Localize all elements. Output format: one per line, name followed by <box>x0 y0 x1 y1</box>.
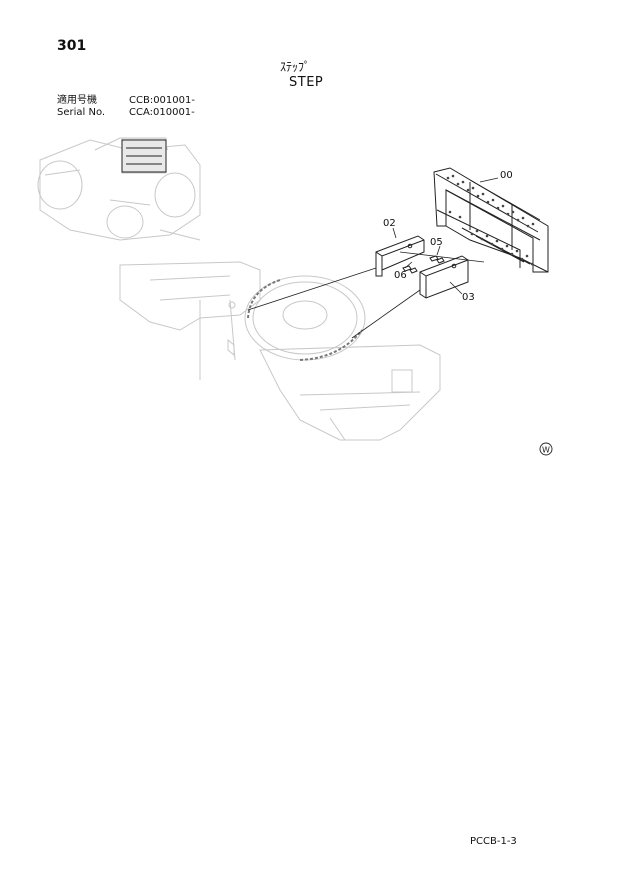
leader-lines <box>247 177 499 339</box>
circled-w-symbol: W <box>539 442 553 456</box>
serial-label: 適用号機 <box>57 95 97 106</box>
serial-value: CCB:001001- <box>129 95 195 106</box>
symbol-letter: W <box>542 446 550 455</box>
bracket-part-02 <box>375 235 425 277</box>
serial-label: Serial No. <box>57 107 106 118</box>
step-part-00 <box>433 167 549 273</box>
serial-value: CCA:010001- <box>129 107 195 118</box>
title-japanese: ｽﾃｯﾌﾟ <box>280 60 311 74</box>
title-english: STEP <box>289 75 324 90</box>
callout-06: 06 <box>394 270 407 281</box>
callout-00: 00 <box>500 170 513 181</box>
footer-page-code: PCCB-1-3 <box>470 836 517 847</box>
callout-03: 03 <box>462 292 475 303</box>
bolts-05-06 <box>402 255 445 274</box>
page-number: 301 <box>57 38 87 54</box>
callout-02: 02 <box>383 218 396 229</box>
serial-number-block: 適用号機 CCB:001001- Serial No. CCA:010001- <box>57 95 195 119</box>
frame-ghost <box>119 261 441 441</box>
callout-05: 05 <box>430 237 443 248</box>
slewing-ring <box>227 275 366 361</box>
machine-ghost-outline <box>37 137 201 241</box>
serial-row-serial-no: Serial No. CCA:010001- <box>57 107 195 119</box>
serial-row-applicable: 適用号機 CCB:001001- <box>57 95 195 107</box>
bracket-part-03 <box>419 255 469 299</box>
